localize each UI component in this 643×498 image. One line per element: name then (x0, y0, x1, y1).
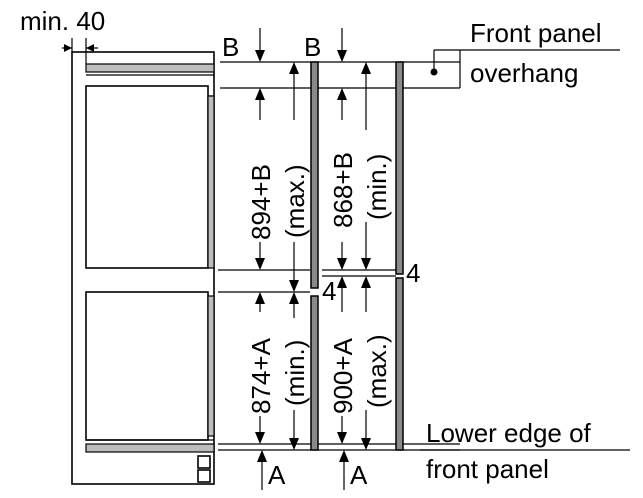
upper-right-note: (min.) (362, 154, 392, 220)
b-markers: B B (222, 28, 347, 62)
front-panel-label: Front panel (470, 18, 602, 48)
upper-right-dimension: 868+B (328, 152, 358, 228)
overhang-label: overhang (470, 58, 578, 88)
lower-left-note: (min.) (280, 340, 310, 406)
dimension-texts: 894+B (max.) 868+B (min.) 874+A (min.) 9… (246, 152, 392, 414)
upper-left-dimension: 894+B (246, 164, 276, 240)
a-left-label: A (268, 460, 286, 490)
front-panel-2-label: front panel (426, 454, 549, 484)
lower-right-note: (max.) (362, 334, 392, 408)
upper-left-note: (max.) (280, 164, 310, 238)
min-gap-callout: min. 40 (20, 6, 105, 64)
lower-right-dimension: 900+A (328, 337, 358, 414)
b-right-label: B (304, 32, 321, 62)
lower-left-dimension: 874+A (246, 337, 276, 414)
a-markers: A A (257, 450, 368, 490)
lower-edge-callout: Lower edge of front panel (420, 418, 630, 484)
gap-right-label: 4 (406, 258, 420, 288)
overhang-callout: Front panel overhang (430, 18, 620, 88)
min-gap-label: min. 40 (20, 6, 105, 36)
front-panels (310, 61, 404, 451)
appliance-cabinet (71, 51, 215, 485)
b-left-label: B (222, 32, 239, 62)
lower-edge-label: Lower edge of (426, 418, 592, 448)
dimension-lines (255, 62, 371, 450)
gap-left-label: 4 (322, 276, 336, 306)
a-right-label: A (350, 460, 368, 490)
gap-labels: 4 4 (322, 258, 420, 306)
